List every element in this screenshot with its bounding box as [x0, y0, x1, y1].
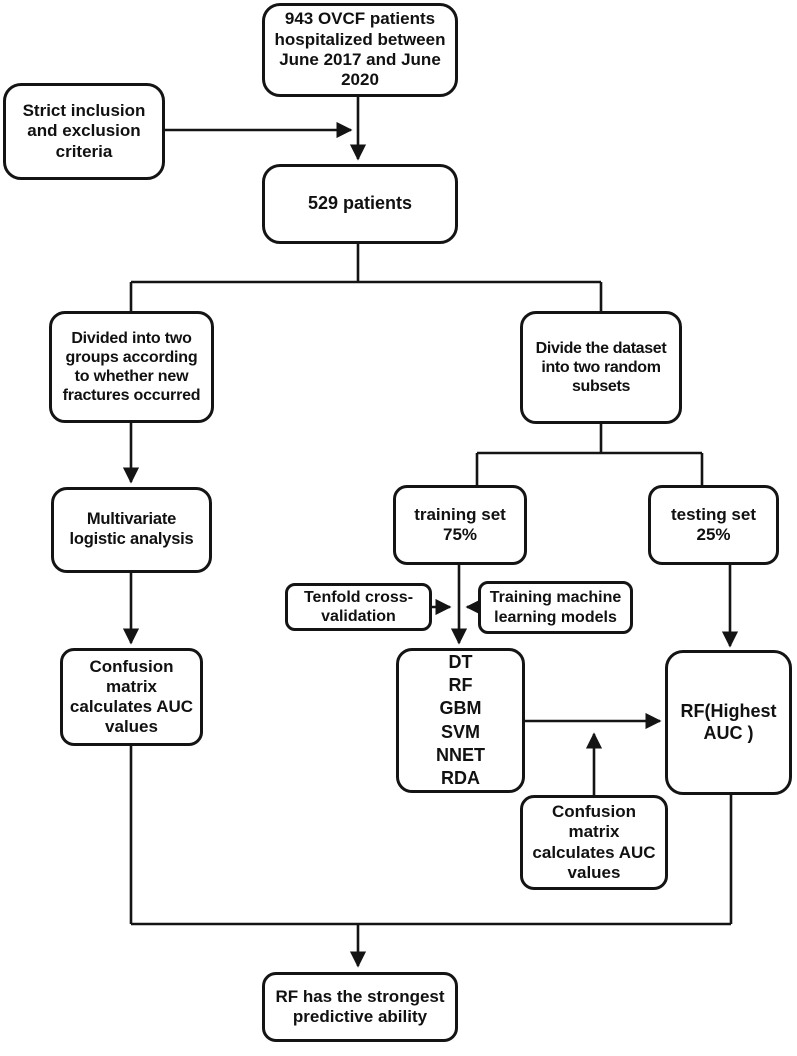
- node-confusion-matrix-auc-right: Confusion matrix calculates AUC values: [520, 795, 668, 890]
- node-943-ovcf-patients: 943 OVCF patients hospitalized between J…: [262, 3, 458, 97]
- node-tenfold-cross-validation: Tenfold cross- validation: [285, 583, 432, 631]
- node-multivariate-logistic-analysis: Multivariate logistic analysis: [51, 487, 212, 573]
- node-confusion-matrix-auc-left: Confusion matrix calculates AUC values: [60, 648, 203, 746]
- node-rf-strongest-predictive-ability: RF has the strongest predictive ability: [262, 972, 458, 1042]
- node-testing-set-25: testing set 25%: [648, 485, 779, 565]
- node-inclusion-exclusion-criteria: Strict inclusion and exclusion criteria: [3, 83, 165, 180]
- node-ml-model-list: DT RF GBM SVM NNET RDA: [396, 648, 525, 793]
- node-training-machine-learning-models: Training machine learning models: [478, 581, 633, 634]
- node-rf-highest-auc: RF(Highest AUC ): [665, 650, 792, 795]
- node-training-set-75: training set 75%: [393, 485, 527, 565]
- node-divided-into-two-groups: Divided into two groups according to whe…: [49, 311, 214, 423]
- node-divide-dataset-random-subsets: Divide the dataset into two random subse…: [520, 311, 682, 424]
- node-529-patients: 529 patients: [262, 164, 458, 244]
